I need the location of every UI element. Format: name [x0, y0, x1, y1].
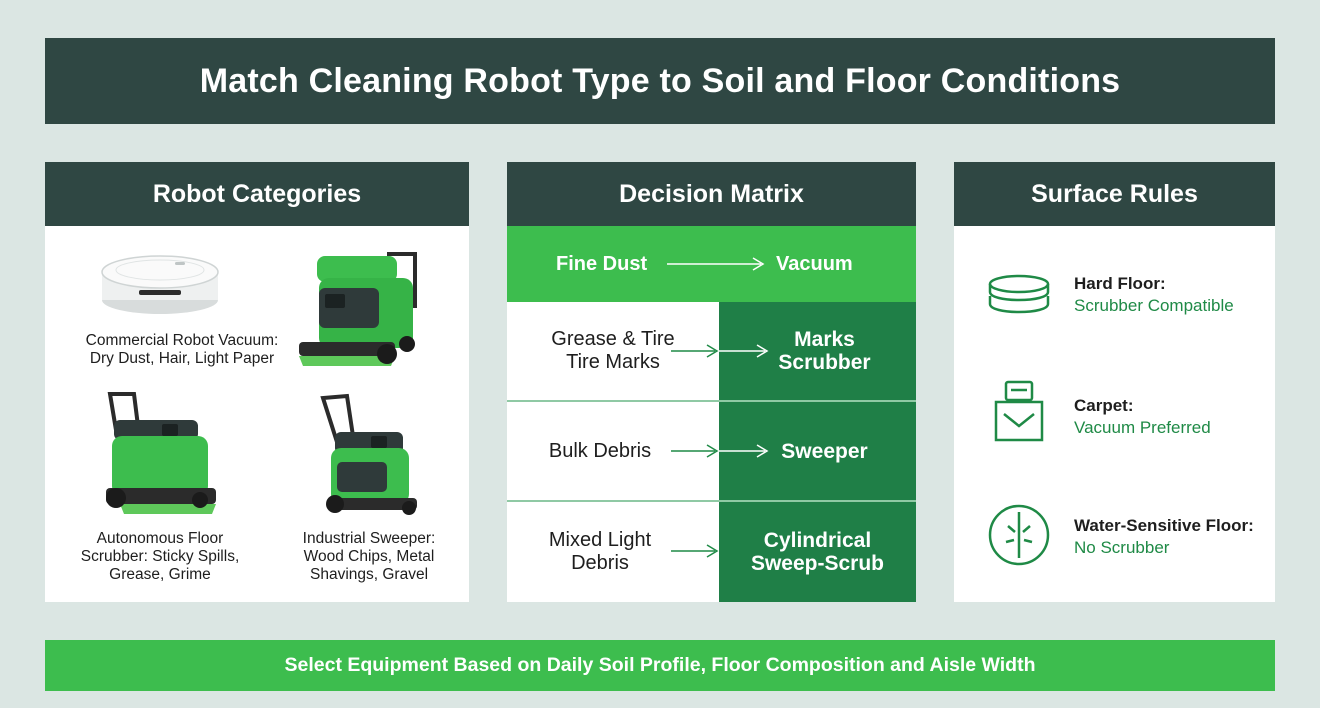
matrix-soil-label: Mixed Light Debris	[548, 529, 652, 574]
surface-rules-heading: Surface Rules	[954, 162, 1275, 226]
rule-value: Scrubber Compatible	[1074, 296, 1234, 315]
industrial-sweeper-caption: Industrial Sweeper: Wood Chips, Metal Sh…	[302, 530, 436, 583]
carpet-bag-icon	[994, 380, 1044, 442]
matrix-robot-label: Sweeper	[781, 439, 868, 463]
matrix-row-mixed-debris: Mixed Light Debris Cylindrical Sweep-Scr…	[507, 502, 916, 602]
industrial-sweeper-image	[320, 393, 417, 515]
arrow-icon	[719, 444, 769, 458]
matrix-robot-label: Vacuum	[776, 252, 853, 275]
surface-rules-panel: Surface Rules Hard Floor: Scrubber Compa…	[954, 162, 1275, 602]
stacked-layers-icon	[988, 274, 1050, 314]
matrix-robot-label: Cylindrical Sweep-Scrub	[750, 529, 885, 575]
matrix-soil-label: Bulk Debris	[548, 439, 652, 462]
row-divider	[507, 400, 916, 402]
robot-categories-panel: Robot Categories Commercial Robot Vacuum…	[45, 162, 469, 602]
floor-scrubber-image	[299, 252, 417, 366]
rule-title: Hard Floor:	[1074, 274, 1166, 293]
arrow-icon	[671, 344, 719, 358]
matrix-soil-label: Fine Dust	[556, 252, 648, 275]
rule-title: Carpet:	[1074, 396, 1134, 415]
rule-hard-floor: Hard Floor: Scrubber Compatible	[954, 252, 1275, 342]
robot-categories-heading: Robot Categories	[45, 162, 469, 226]
arrow-icon	[719, 344, 769, 358]
rule-value: No Scrubber	[1074, 538, 1170, 557]
matrix-soil-label: Grease & Tire Tire Marks	[551, 328, 675, 373]
row-divider	[507, 500, 916, 502]
arrow-icon	[667, 257, 765, 271]
autonomous-scrubber-image	[106, 392, 216, 514]
rule-carpet: Carpet: Vacuum Preferred	[954, 374, 1275, 464]
matrix-row-grease: Grease & Tire Tire Marks Marks Scrubber	[507, 302, 916, 400]
rule-value: Vacuum Preferred	[1074, 418, 1211, 437]
rule-title: Water-Sensitive Floor:	[1074, 516, 1254, 535]
robot-vacuum-image	[101, 255, 219, 314]
matrix-robot-label: Marks Scrubber	[778, 328, 871, 374]
decision-matrix-heading: Decision Matrix	[507, 162, 916, 226]
matrix-row-fine-dust: Fine Dust Vacuum	[507, 226, 916, 302]
decision-matrix-panel: Decision Matrix Fine Dust Vacuum Grease …	[507, 162, 916, 602]
arrow-icon	[671, 444, 719, 458]
footer-banner: Select Equipment Based on Daily Soil Pro…	[45, 640, 1275, 691]
matrix-row-bulk-debris: Bulk Debris Sweeper	[507, 402, 916, 500]
no-water-icon	[988, 504, 1050, 566]
autonomous-scrubber-caption: Autonomous Floor Scrubber: Sticky Spills…	[80, 530, 240, 583]
rule-water-sensitive: Water-Sensitive Floor: No Scrubber	[954, 496, 1275, 586]
arrow-icon	[671, 544, 719, 558]
robot-vacuum-caption: Commercial Robot Vacuum: Dry Dust, Hair,…	[85, 332, 279, 367]
page-title: Match Cleaning Robot Type to Soil and Fl…	[45, 38, 1275, 124]
